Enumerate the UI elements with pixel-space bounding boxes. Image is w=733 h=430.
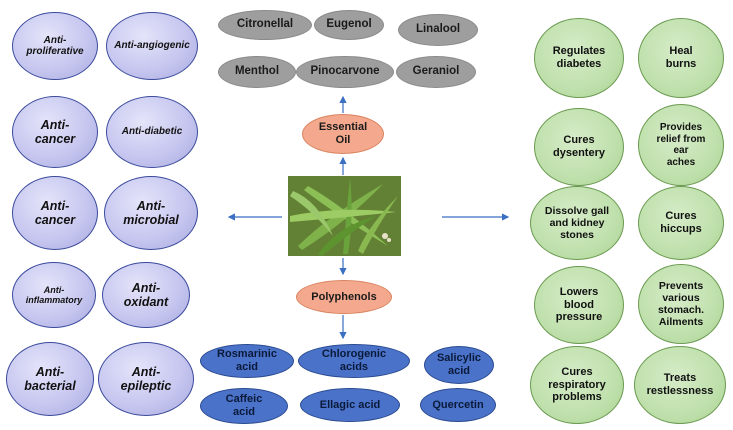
- benefit-lowers-blood-pressure: Lowers blood pressure: [534, 266, 624, 344]
- benefit-treats-restlessness: Treats restlessness: [634, 346, 726, 424]
- benefit-dissolve-gall-kidney-stones: Dissolve gall and kidney stones: [530, 186, 624, 260]
- polyphenol-rosmarinic-acid: Rosmarinic acid: [200, 344, 294, 378]
- essential-oil-label: Essential Oil: [302, 114, 384, 154]
- oil-citronellal: Citronellal: [218, 10, 312, 40]
- property-anti-diabetic: Anti-diabetic: [106, 96, 198, 168]
- benefit-prevents-stomach-ailments: Prevents various stomach. Ailments: [638, 264, 724, 344]
- property-anti-angiogenic: Anti-angiogenic: [106, 12, 198, 80]
- polyphenol-salicylic-acid: Salicylic acid: [424, 346, 494, 384]
- property-anti-microbial: Anti- microbial: [104, 176, 198, 250]
- property-anti-epileptic: Anti- epileptic: [98, 342, 194, 416]
- polyphenol-chlorogenic-acids: Chlorogenic acids: [298, 344, 410, 378]
- oil-geraniol: Geraniol: [396, 56, 476, 88]
- benefit-cures-hiccups: Cures hiccups: [638, 186, 724, 260]
- property-anti-inflammatory: Anti- inflammatory: [12, 262, 96, 328]
- property-anti-bacterial: Anti- bacterial: [6, 342, 94, 416]
- oil-pinocarvone: Pinocarvone: [296, 56, 394, 88]
- oil-menthol: Menthol: [218, 56, 296, 88]
- benefit-cures-respiratory-problems: Cures respiratory problems: [530, 346, 624, 424]
- polyphenol-quercetin: Quercetin: [420, 388, 496, 422]
- property-anti-cancer-1: Anti- cancer: [12, 96, 98, 168]
- property-anti-proliferative: Anti- proliferative: [12, 12, 98, 80]
- benefit-regulates-diabetes: Regulates diabetes: [534, 18, 624, 98]
- polyphenols-label: Polyphenols: [296, 280, 392, 314]
- property-anti-oxidant: Anti- oxidant: [102, 262, 190, 328]
- plant-photo: [288, 176, 401, 256]
- property-anti-cancer-2: Anti- cancer: [12, 176, 98, 250]
- polyphenol-ellagic-acid: Ellagic acid: [300, 388, 400, 422]
- benefit-cures-dysentery: Cures dysentery: [534, 108, 624, 186]
- oil-eugenol: Eugenol: [314, 10, 384, 40]
- benefit-relief-ear-aches: Provides relief from ear aches: [638, 104, 724, 186]
- polyphenol-caffeic-acid: Caffeic acid: [200, 388, 288, 424]
- benefit-heal-burns: Heal burns: [638, 18, 724, 98]
- oil-linalool: Linalool: [398, 14, 478, 46]
